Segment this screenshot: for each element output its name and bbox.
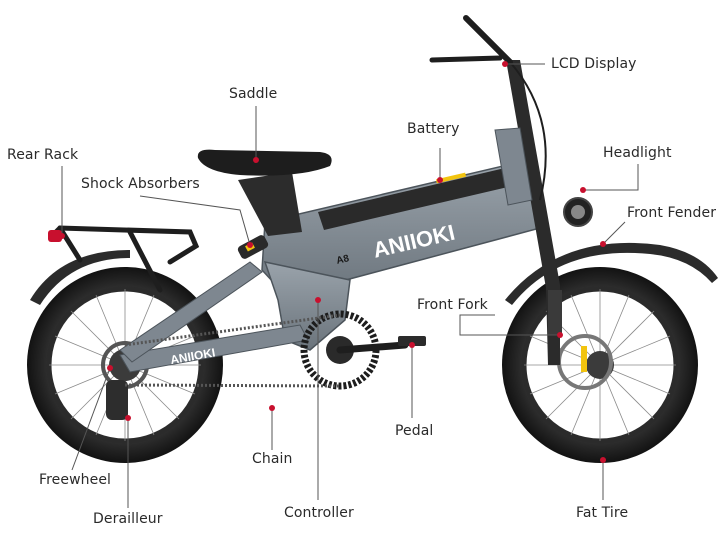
dot-battery — [437, 177, 443, 183]
dot-saddle — [253, 157, 259, 163]
battery-accent — [435, 172, 467, 184]
leader-front-fender — [602, 221, 626, 245]
fork-lower — [548, 290, 562, 335]
dot-headlight — [580, 187, 586, 193]
rear-wheel — [27, 267, 223, 463]
rear-taillight — [48, 230, 62, 242]
battery-pack — [318, 168, 512, 230]
model-badge: A8 — [335, 253, 350, 267]
dot-shock — [247, 242, 253, 248]
label-freewheel: Freewheel — [39, 472, 112, 488]
dot-pedal — [409, 342, 415, 348]
dot-controller — [315, 297, 321, 303]
leader-shock — [139, 195, 251, 246]
handlebar — [463, 15, 513, 65]
dot-derailleur — [125, 415, 131, 421]
seatstay — [119, 261, 263, 363]
label-battery: Battery — [407, 121, 460, 137]
label-derailleur: Derailleur — [93, 511, 163, 527]
handlebar-grip — [429, 55, 503, 63]
front-fender — [505, 242, 718, 305]
label-pedal: Pedal — [395, 423, 434, 439]
brake-cable — [509, 61, 547, 201]
seat-tube — [238, 172, 302, 236]
leader-headlight — [583, 164, 639, 191]
headlight-lens — [571, 205, 585, 219]
dot-front-fender — [600, 241, 606, 247]
brake-caliper-accent — [581, 346, 587, 372]
label-lcd-display: LCD Display — [551, 56, 637, 72]
label-headlight: Headlight — [603, 145, 672, 161]
leader-lines — [61, 63, 639, 508]
dot-freewheel — [107, 365, 113, 371]
label-fat-tire: Fat Tire — [576, 505, 629, 521]
dot-fat-tire — [600, 457, 606, 463]
callout-dots — [59, 61, 606, 463]
label-shock-absorbers: Shock Absorbers — [81, 176, 200, 192]
label-chain: Chain — [252, 451, 293, 467]
dot-chain — [269, 405, 275, 411]
chain-line — [124, 313, 341, 388]
label-controller: Controller — [284, 505, 354, 521]
chainstay — [119, 324, 309, 373]
label-rear-rack: Rear Rack — [7, 147, 79, 163]
dot-lcd — [502, 61, 508, 67]
leader-freewheel — [71, 367, 111, 471]
crank-arm — [336, 341, 409, 354]
label-front-fork: Front Fork — [417, 297, 488, 313]
label-saddle: Saddle — [229, 86, 278, 102]
head-tube — [494, 127, 533, 206]
dot-rear-rack — [59, 233, 65, 239]
dot-front-fork — [557, 332, 563, 338]
saddle-seat — [197, 149, 332, 176]
front-wheel — [502, 267, 698, 463]
derailleur-body — [106, 380, 128, 420]
label-front-fender: Front Fender — [627, 205, 717, 221]
pedal-body — [398, 336, 426, 346]
leader-front-fork — [459, 314, 560, 336]
